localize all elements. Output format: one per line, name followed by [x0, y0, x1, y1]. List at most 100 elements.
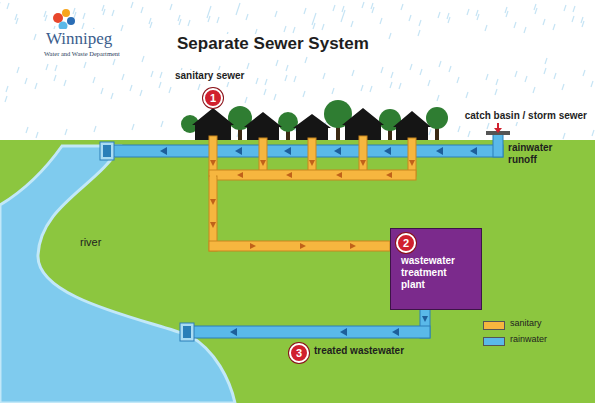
rain-drop	[101, 88, 103, 94]
rain-drop	[468, 131, 470, 137]
rain-drop	[294, 76, 296, 82]
rain-drop	[314, 13, 316, 19]
rain-drop	[7, 3, 9, 9]
rain-drop	[94, 126, 96, 132]
rain-drop	[420, 69, 422, 75]
rain-drop	[83, 13, 85, 19]
legend-label: sanitary	[510, 318, 542, 328]
rain-drop	[46, 64, 48, 70]
rain-drop	[121, 25, 123, 31]
rain-drop	[93, 77, 95, 83]
rain-drop	[581, 17, 583, 23]
callout-number: 1	[203, 88, 223, 108]
rain	[0, 2, 594, 139]
rain-drop	[544, 68, 546, 74]
rain-drop	[238, 3, 240, 9]
rain-drop	[198, 84, 200, 90]
rain-drop	[26, 127, 28, 133]
rain-drop	[563, 133, 565, 139]
rain-drop	[543, 19, 545, 25]
rain-drop	[485, 25, 487, 31]
rain-drop	[343, 10, 345, 16]
rain-drop	[361, 85, 363, 91]
rain-drop	[399, 83, 401, 89]
water-label: river	[80, 236, 101, 249]
treated-wastewater-pipe	[180, 308, 430, 341]
rain-drop	[333, 5, 335, 11]
rain-drop	[132, 124, 134, 130]
rain-drop	[160, 72, 162, 78]
rain-drop	[246, 14, 248, 20]
callout-label: sanitary sewer	[173, 70, 247, 82]
legend-entry: rainwater	[483, 334, 583, 348]
storm-sewer-pipe	[100, 123, 510, 160]
rain-drop	[351, 21, 353, 27]
rain-drop	[34, 34, 36, 40]
rain-drop	[112, 10, 114, 16]
callout-number: 3	[289, 343, 309, 363]
rain-drop	[535, 8, 537, 14]
department-name: Water and Waste Department	[42, 50, 122, 57]
rain-drop	[410, 64, 412, 70]
rain-drop	[476, 10, 478, 16]
rain-drop	[16, 18, 18, 24]
river	[0, 146, 235, 403]
rain-drop	[236, 9, 238, 15]
trees	[181, 100, 448, 140]
legend-entry: sanitary	[483, 318, 583, 332]
rain-drop	[74, 12, 76, 18]
rain-drop	[572, 16, 574, 22]
rain-drop	[131, 2, 133, 8]
rain-drop	[178, 15, 180, 21]
rain-drop	[303, 91, 305, 97]
rain-drop	[36, 132, 38, 138]
rain-drop	[44, 11, 46, 17]
rain-drop	[209, 6, 211, 12]
rain-drop	[207, 12, 209, 18]
rain-drop	[256, 78, 258, 84]
rain-drop	[487, 123, 489, 129]
rain-drop	[64, 80, 66, 86]
rain-drop	[275, 11, 277, 17]
rain-drop	[534, 4, 536, 10]
rain-drop	[457, 77, 459, 83]
rain-drop	[17, 67, 19, 73]
rain-drop	[217, 17, 219, 23]
rain-drop	[342, 6, 344, 12]
rain-drop	[264, 89, 266, 95]
rain-drop	[352, 70, 354, 76]
rain-drop	[15, 14, 17, 20]
rain-drop	[477, 14, 479, 20]
rain-drop	[276, 60, 278, 66]
rain-drop	[102, 5, 104, 11]
rain-drop	[304, 8, 306, 14]
rain-drop	[370, 86, 372, 92]
rain-drop	[409, 15, 411, 21]
rain-drop	[447, 13, 449, 19]
rain-drop	[401, 4, 403, 10]
rain-drop	[564, 5, 566, 11]
legend-label: rainwater	[510, 334, 547, 344]
rain-drop	[467, 9, 469, 15]
rain-drop	[286, 65, 288, 71]
rain-drop	[227, 81, 229, 87]
houses	[192, 108, 431, 140]
callout-label: treated wastewater	[314, 345, 404, 357]
rain-drop	[55, 65, 57, 71]
rain-drop	[293, 27, 295, 33]
rain-drop	[169, 87, 171, 93]
rain-drop	[591, 81, 593, 87]
diagram-title: Separate Sewer System	[175, 34, 371, 54]
rain-drop	[553, 24, 555, 30]
rain-drop	[25, 78, 27, 84]
rain-drop	[371, 3, 373, 9]
rain-drop	[449, 66, 451, 72]
rain-drop	[73, 8, 75, 14]
rain-drop	[312, 19, 314, 25]
rain-drop	[140, 90, 142, 96]
flow-label: rainwater runoff	[508, 142, 570, 165]
rain-drop	[428, 80, 430, 86]
rain-drop	[592, 130, 594, 136]
rain-drop	[341, 16, 343, 22]
